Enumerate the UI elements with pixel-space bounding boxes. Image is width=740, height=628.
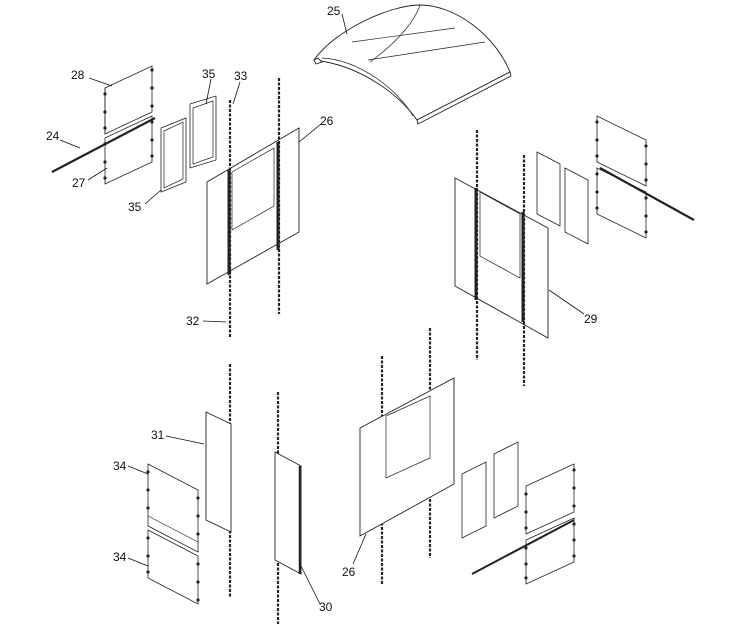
posts-upper-right <box>474 130 526 386</box>
front-panel-26-lower <box>359 377 455 537</box>
callout-33: 33 <box>234 69 248 83</box>
callout-32: 32 <box>186 314 200 328</box>
front-panel-26-upper <box>206 127 300 285</box>
door-panel-30 <box>274 451 302 575</box>
side-panels-34 <box>147 463 199 605</box>
callout-28: 28 <box>71 68 85 82</box>
callout-30: 30 <box>319 600 333 614</box>
callout-24: 24 <box>46 129 60 143</box>
rail-24 <box>51 117 156 175</box>
panel-fastener-dots <box>103 68 648 602</box>
callout-29: 29 <box>584 312 598 326</box>
leader-lines <box>59 13 585 605</box>
callout-34-upper: 34 <box>113 459 127 473</box>
upper-left-side-panel-27 <box>104 115 153 185</box>
callout-25: 25 <box>327 4 341 18</box>
callout-26-upper: 26 <box>320 114 334 128</box>
callout-26-lower: 26 <box>342 565 356 579</box>
rear-panel-29 <box>454 177 549 339</box>
mesh-panel-35-lower <box>160 117 187 193</box>
roof-canopy-part-25 <box>313 4 512 125</box>
mesh-panels-lower-right <box>461 441 519 539</box>
callout-35-upper: 35 <box>202 67 216 81</box>
callout-34-lower: 34 <box>113 550 127 564</box>
posts-lower-left <box>228 364 280 624</box>
side-panels-upper-right <box>596 115 695 239</box>
callout-31: 31 <box>151 428 165 442</box>
callout-labels: 25 28 35 33 26 24 27 35 32 29 31 34 34 2… <box>46 4 598 614</box>
door-panel-31 <box>205 411 232 533</box>
callout-27: 27 <box>72 176 86 190</box>
callout-35-lower: 35 <box>128 200 142 214</box>
side-panels-lower-right <box>471 463 575 585</box>
posts-upper-left <box>227 78 281 338</box>
mesh-panels-upper-right <box>536 151 589 245</box>
mesh-panel-35-upper <box>189 95 217 169</box>
